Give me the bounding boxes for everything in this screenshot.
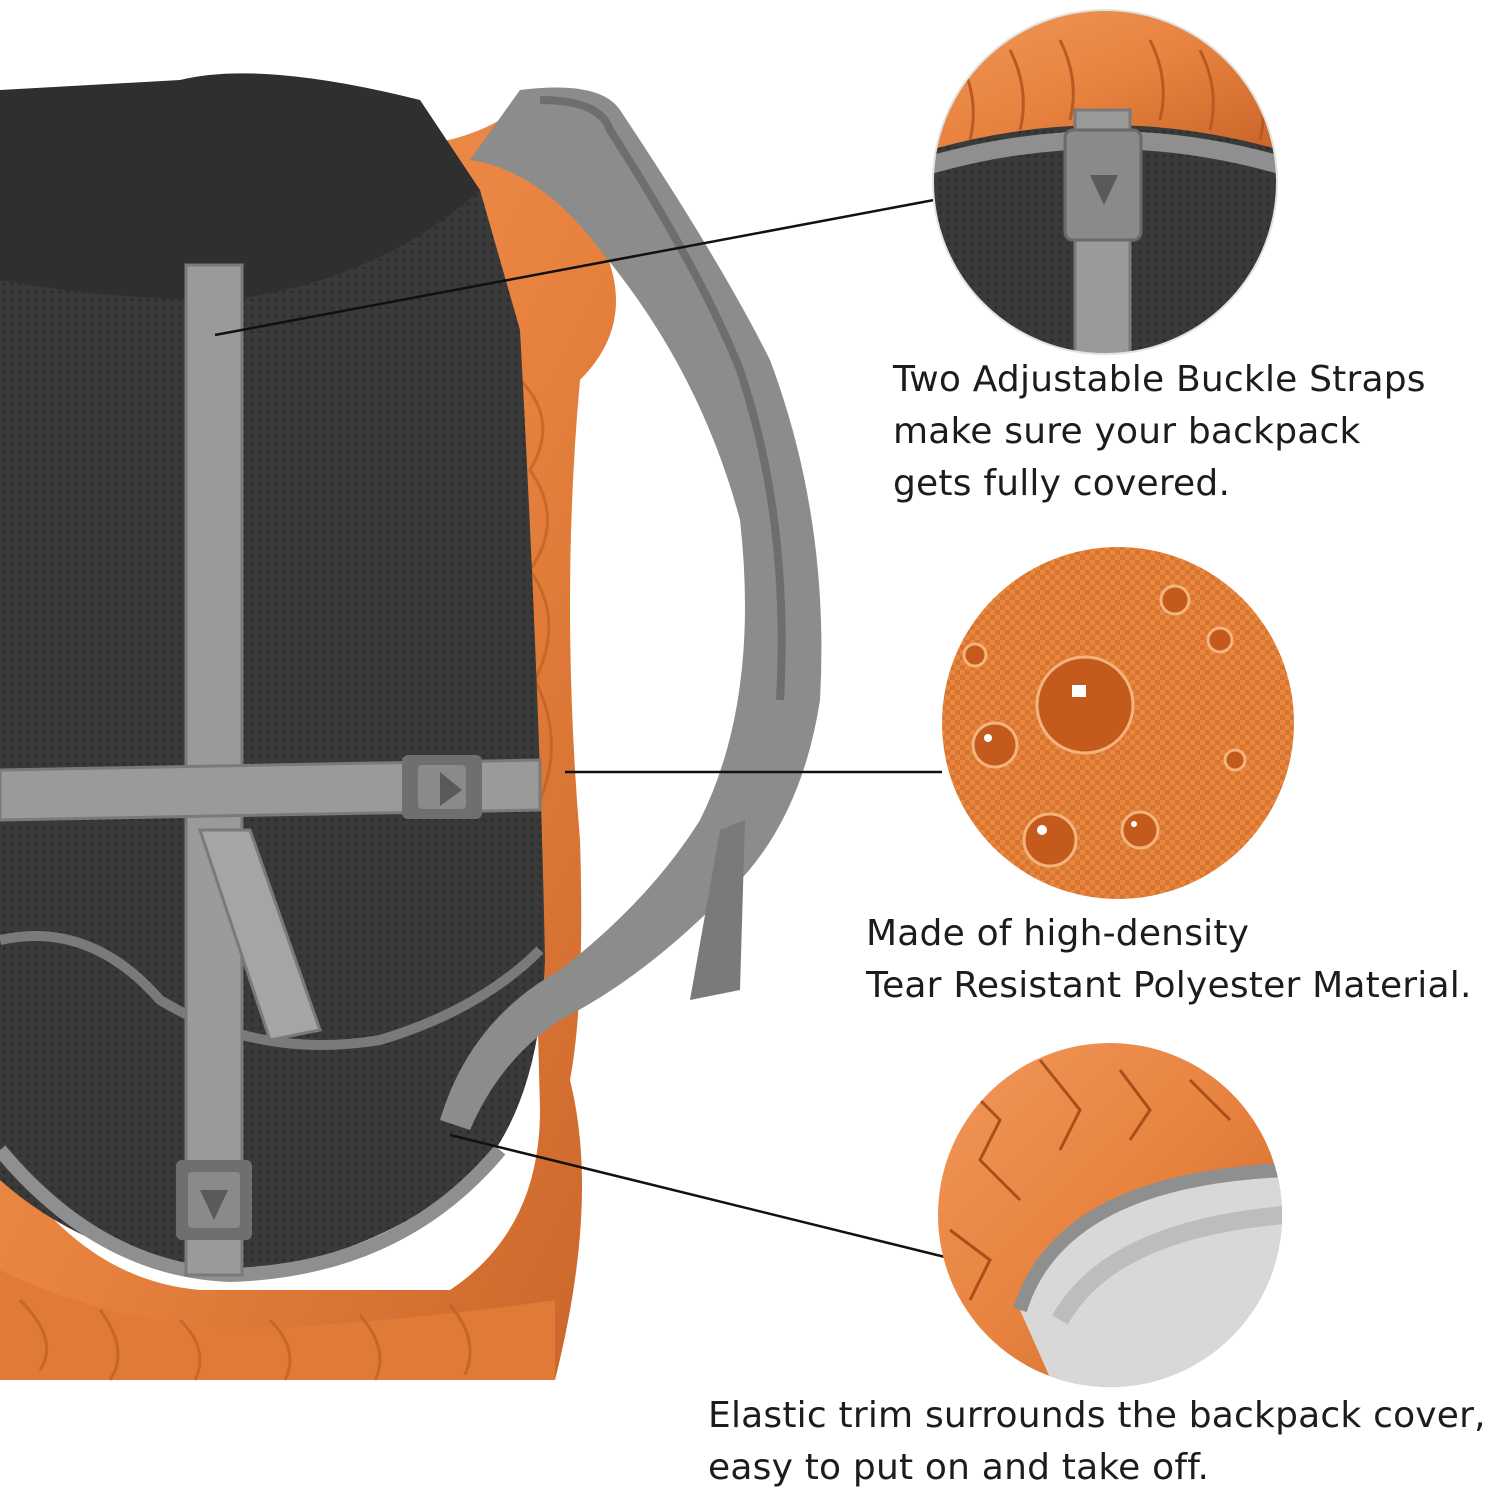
caption-line: easy to put on and take off. xyxy=(708,1447,1210,1488)
buckle-icon xyxy=(402,755,482,819)
buckle-icon xyxy=(176,1160,252,1240)
shoulder-strap xyxy=(440,87,822,1130)
caption-line: Made of high-density xyxy=(866,913,1250,954)
caption-line: Elastic trim surrounds the backpack cove… xyxy=(708,1395,1486,1436)
detail-circle-material xyxy=(942,547,1294,899)
caption-line: make sure your backpack xyxy=(893,411,1361,452)
caption-line: Two Adjustable Buckle Straps xyxy=(893,359,1426,400)
caption-line: Tear Resistant Polyester Material. xyxy=(866,965,1472,1006)
detail-circle-buckle xyxy=(932,9,1278,355)
detail-circle-elastic xyxy=(938,1043,1282,1387)
buckle-straps-caption: Two Adjustable Buckle Straps make sure y… xyxy=(893,354,1426,510)
callout-lines xyxy=(214,198,946,1259)
material-caption: Made of high-density Tear Resistant Poly… xyxy=(866,908,1472,1012)
center-strap xyxy=(0,263,542,1277)
elastic-trim-caption: Elastic trim surrounds the backpack cove… xyxy=(708,1390,1486,1494)
caption-line: gets fully covered. xyxy=(893,463,1231,504)
